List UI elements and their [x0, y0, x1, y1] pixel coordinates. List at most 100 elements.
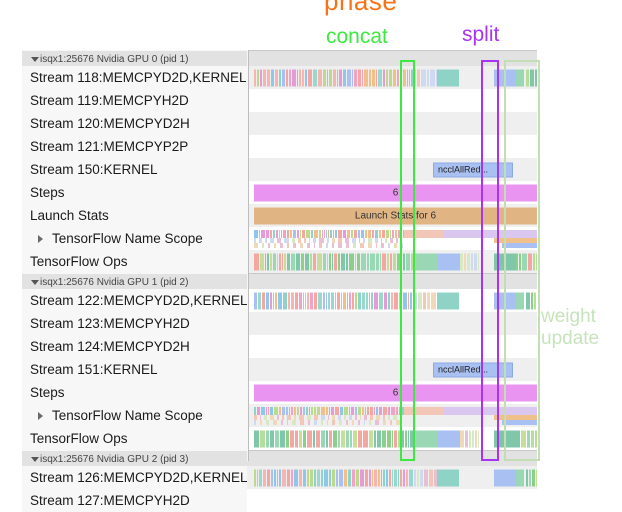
steps-bar[interactable]: 6: [254, 184, 537, 201]
row-track[interactable]: [248, 427, 537, 450]
name-scope-bar-top[interactable]: [254, 407, 537, 415]
name-scope-bar-top[interactable]: [254, 230, 537, 238]
row-label[interactable]: TensorFlow Name Scope: [22, 404, 247, 427]
chevron-down-icon[interactable]: [31, 280, 39, 285]
timeline-row[interactable]: Stream 121:MEMCPYP2P: [22, 135, 537, 158]
timeline-row[interactable]: Stream 118:MEMCPYD2D,KERNEL,ME: [22, 66, 537, 89]
row-track[interactable]: [248, 335, 537, 358]
chevron-right-icon[interactable]: [38, 411, 43, 420]
row-track[interactable]: ncclAllRed...: [248, 358, 537, 381]
name-scope-bar-mid[interactable]: [254, 415, 537, 420]
row-label[interactable]: Stream 151:KERNEL: [22, 358, 247, 381]
row-track[interactable]: [248, 227, 537, 250]
process-header-0[interactable]: isqx1:25676 Nvidia GPU 0 (pid 1): [22, 50, 537, 68]
nccl-allreduce-bar[interactable]: ncclAllRed...: [433, 362, 513, 377]
row-track[interactable]: [248, 289, 537, 312]
row-label-text: Stream 120:MEMCPYD2H: [30, 116, 190, 131]
process-header-track: [248, 274, 537, 290]
row-label-text: Stream 123:MEMCPYH2D: [30, 316, 190, 331]
row-track[interactable]: Launch Stats for 6: [248, 204, 537, 227]
steps-bar-label: 6: [392, 387, 399, 398]
trace-viewer-panel[interactable]: isqx1:25676 Nvidia GPU 0 (pid 1) Stream 1…: [22, 50, 537, 512]
timeline-row[interactable]: Stream 119:MEMCPYH2D: [22, 89, 537, 112]
row-label[interactable]: Stream 126:MEMCPYD2D,KERNEL,MI: [22, 466, 247, 489]
process-header-label: isqx1:25676 Nvidia GPU 1 (pid 2): [22, 274, 247, 290]
row-label-text: Stream 124:MEMCPYD2H: [30, 339, 190, 354]
row-label[interactable]: Stream 118:MEMCPYD2D,KERNEL,ME: [22, 66, 247, 89]
row-label[interactable]: Steps: [22, 181, 247, 204]
timeline-row[interactable]: Stream 150:KERNEL ncclAllRed...: [22, 158, 537, 181]
row-track[interactable]: [248, 466, 537, 489]
row-label-text: Steps: [30, 185, 65, 200]
timeline-row[interactable]: Stream 151:KERNEL ncclAllRed...: [22, 358, 537, 381]
row-label[interactable]: Stream 127:MEMCPYH2D: [22, 489, 247, 512]
row-track[interactable]: ncclAllRed...: [248, 158, 537, 181]
row-label[interactable]: Stream 119:MEMCPYH2D: [22, 89, 247, 112]
timeline-row[interactable]: Stream 123:MEMCPYH2D: [22, 312, 537, 335]
timeline-row[interactable]: TensorFlow Ops: [22, 250, 537, 273]
activity-bar-dense[interactable]: [254, 469, 537, 486]
activity-bar-ops[interactable]: [254, 253, 537, 270]
row-label[interactable]: Stream 120:MEMCPYD2H: [22, 112, 247, 135]
activity-bar-dense[interactable]: [254, 292, 537, 309]
timeline-row[interactable]: Launch Stats Launch Stats for 6: [22, 204, 537, 227]
row-track[interactable]: [248, 404, 537, 427]
row-label[interactable]: Stream 121:MEMCPYP2P: [22, 135, 247, 158]
row-label[interactable]: Steps: [22, 381, 247, 404]
row-track[interactable]: 6: [248, 181, 537, 204]
row-label-text: Stream 150:KERNEL: [30, 162, 158, 177]
row-label-text: Stream 127:MEMCPYH2D: [30, 493, 190, 508]
row-track[interactable]: [248, 112, 537, 135]
process-header-track: [248, 51, 537, 67]
process-header-text: isqx1:25676 Nvidia GPU 0 (pid 1): [40, 53, 189, 65]
activity-bar-dense[interactable]: [254, 69, 537, 86]
row-label-text: TensorFlow Ops: [30, 431, 128, 446]
chevron-down-icon[interactable]: [31, 57, 39, 62]
timeline-row[interactable]: TensorFlow Name Scope: [22, 227, 537, 250]
process-header-label: isqx1:25676 Nvidia GPU 2 (pid 3): [22, 451, 247, 467]
name-scope-bar-mid[interactable]: [254, 238, 537, 243]
name-scope-bar-bottom[interactable]: [254, 420, 537, 425]
row-label-text: Stream 122:MEMCPYD2D,KERNEL,MI: [30, 293, 247, 308]
timeline-row[interactable]: Stream 126:MEMCPYD2D,KERNEL,MI: [22, 466, 537, 489]
row-label[interactable]: Stream 122:MEMCPYD2D,KERNEL,MI: [22, 289, 247, 312]
row-label[interactable]: TensorFlow Ops: [22, 250, 247, 273]
timeline-row[interactable]: Steps 6: [22, 181, 537, 204]
chevron-right-icon[interactable]: [38, 234, 43, 243]
row-track[interactable]: [248, 135, 537, 158]
timeline-row[interactable]: Steps 6: [22, 381, 537, 404]
timeline-row[interactable]: Stream 120:MEMCPYD2H: [22, 112, 537, 135]
annotation-concat: concat: [326, 25, 388, 48]
nccl-bar-label: ncclAllRed...: [438, 164, 489, 175]
timeline-row[interactable]: Stream 124:MEMCPYD2H: [22, 335, 537, 358]
nccl-bar-label: ncclAllRed...: [438, 364, 489, 375]
row-track[interactable]: 6: [248, 381, 537, 404]
timeline-row[interactable]: TensorFlow Ops: [22, 427, 537, 450]
timeline-row[interactable]: Stream 122:MEMCPYD2D,KERNEL,MI: [22, 289, 537, 312]
row-track[interactable]: [248, 250, 537, 273]
row-label-text: Stream 118:MEMCPYD2D,KERNEL,ME: [30, 70, 247, 85]
row-label[interactable]: Stream 124:MEMCPYD2H: [22, 335, 247, 358]
steps-bar-label: 6: [392, 187, 399, 198]
row-label[interactable]: TensorFlow Ops: [22, 427, 247, 450]
nccl-allreduce-bar[interactable]: ncclAllRed...: [433, 162, 513, 177]
row-label-text: Stream 119:MEMCPYH2D: [30, 93, 189, 108]
row-label[interactable]: Stream 150:KERNEL: [22, 158, 247, 181]
timeline-row[interactable]: Stream 127:MEMCPYH2D: [22, 489, 537, 512]
row-label-text: Steps: [30, 385, 65, 400]
row-label[interactable]: Launch Stats: [22, 204, 247, 227]
steps-bar[interactable]: 6: [254, 384, 537, 401]
row-track[interactable]: [248, 489, 537, 512]
row-track[interactable]: [248, 312, 537, 335]
row-track[interactable]: [248, 89, 537, 112]
row-label[interactable]: Stream 123:MEMCPYH2D: [22, 312, 247, 335]
row-label-text: Stream 151:KERNEL: [30, 362, 158, 377]
name-scope-bar-bottom[interactable]: [254, 243, 537, 248]
chevron-down-icon[interactable]: [31, 457, 39, 462]
activity-bar-ops[interactable]: [254, 430, 537, 447]
launch-stats-bar[interactable]: Launch Stats for 6: [254, 207, 537, 224]
row-track[interactable]: [248, 66, 537, 89]
timeline-row[interactable]: TensorFlow Name Scope: [22, 404, 537, 427]
row-label-text: Launch Stats: [30, 208, 109, 223]
row-label[interactable]: TensorFlow Name Scope: [22, 227, 247, 250]
